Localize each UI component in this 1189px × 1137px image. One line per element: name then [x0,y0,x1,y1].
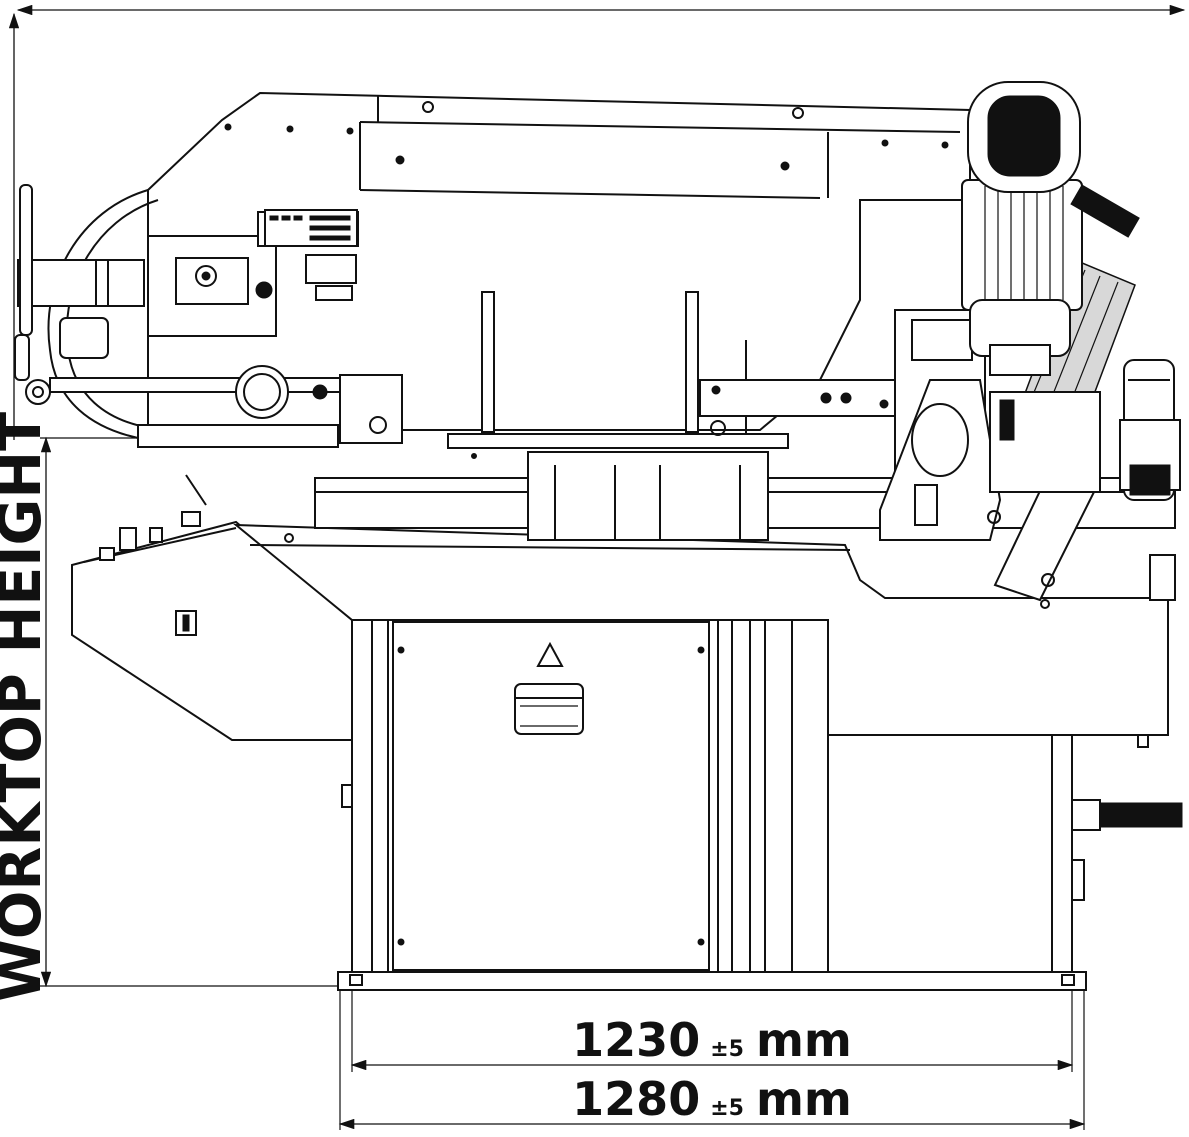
base-plate [337,971,1087,991]
electrical-panel [264,209,358,247]
blade-wheel-arc [47,189,149,441]
blade-line [447,433,789,449]
control-box [71,474,353,741]
base-cabinet [337,619,1087,991]
cabinet-right-panel [827,734,1053,973]
control-panel-body [71,520,353,741]
blade-guide-post-right [685,291,699,433]
base-width-dimensions [338,990,1086,1130]
door-handle [514,683,584,735]
tension-handle [19,184,33,336]
vise-stand [527,451,769,541]
saw-head [14,91,971,459]
motor-assembly [879,81,1181,602]
worktop-height-label: WORKTOP HEIGHT [0,412,54,1002]
control-knob [119,527,137,551]
indicator-display [305,254,357,284]
blade-guide-post-left [481,291,495,433]
blade-guide-left [147,235,277,337]
pivot-cylinder [911,403,969,477]
tension-knob [25,379,51,405]
guide-bar-right [699,379,896,417]
tension-arm [17,259,145,307]
coolant-outlet [1071,734,1183,901]
blade-cover [147,91,971,431]
cable-gland [1070,184,1140,238]
cabinet-latch [341,784,353,808]
triangle-warning-icon [536,641,564,667]
motor-body [961,179,1083,311]
valve-block [989,391,1101,493]
cabinet-door [392,621,710,971]
worktop-base [233,523,1169,736]
coolant-hose [1099,802,1183,828]
